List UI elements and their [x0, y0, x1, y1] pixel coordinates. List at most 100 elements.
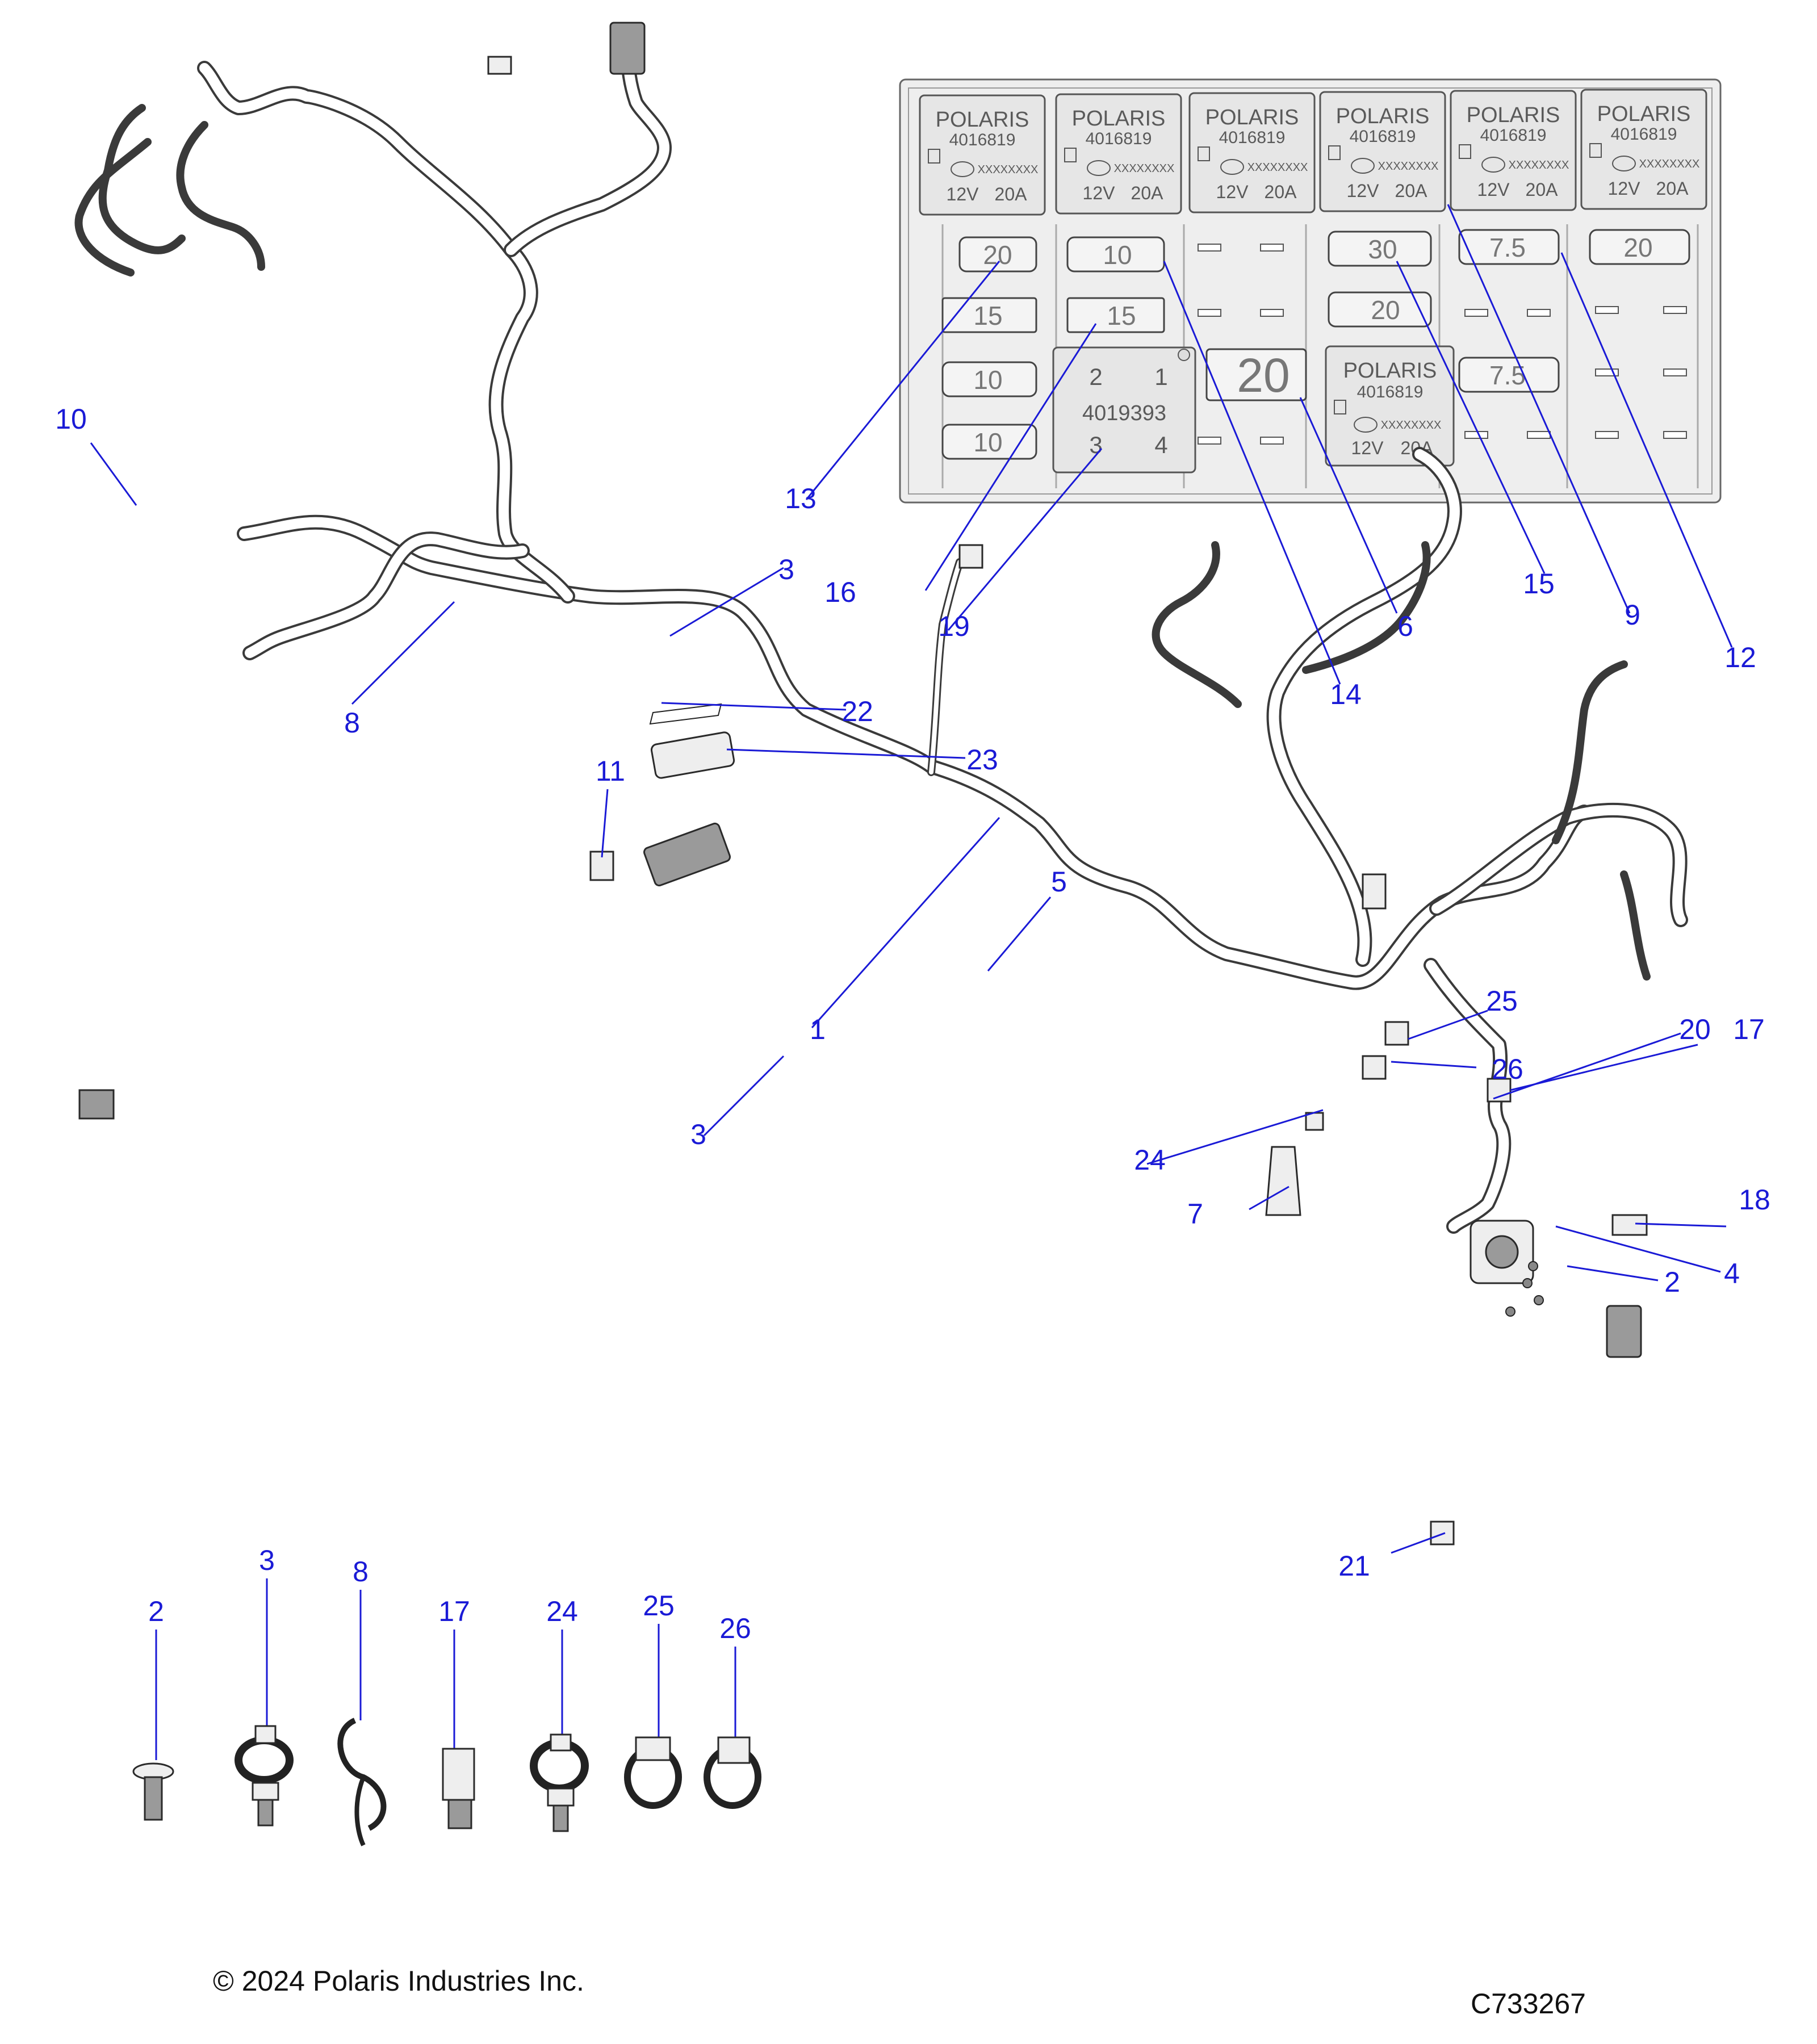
part-25-clip: [1384, 1021, 1409, 1046]
part-2-screws: [1505, 1261, 1544, 1317]
callout-18: 18: [1739, 1184, 1770, 1216]
left-cluster-wire-c: [74, 138, 152, 277]
relay-logo-icon: [1481, 157, 1505, 173]
main-harness: [74, 27, 1688, 1234]
clamp-24: [530, 1733, 589, 1832]
clamp-25: [624, 1736, 682, 1809]
fuse-rating: 7.5: [1489, 361, 1526, 390]
relay-current: 20A: [1395, 181, 1428, 201]
relay-brand: POLARIS: [1072, 107, 1166, 131]
fuse-1-1: 20: [958, 236, 1037, 273]
right-cluster-wire-a: [1152, 541, 1242, 708]
callout-4: 4: [1724, 1258, 1740, 1289]
relay-voltage: 12V: [1216, 182, 1249, 202]
relay-part-number: 4016819: [949, 131, 1016, 149]
fuse-5-2: 7.5: [1458, 357, 1560, 393]
part-18-connector: [1611, 1214, 1648, 1236]
module-pin-label: 1: [1154, 363, 1167, 390]
callout-26: 26: [1492, 1053, 1523, 1085]
connector-right: [1606, 1305, 1642, 1358]
callout-3-mid: 3: [690, 1119, 706, 1150]
relay-part-number: 4016819: [1086, 129, 1152, 148]
module-part-number: 4019393: [1082, 401, 1166, 425]
callout-8: 8: [344, 707, 360, 739]
callout-21: 21: [1338, 1550, 1370, 1582]
relay-brand: POLARIS: [1336, 104, 1430, 128]
detail-callout-26: 26: [719, 1612, 751, 1644]
relay-marking: XXXXXXXX: [1381, 419, 1442, 432]
fuse-rating: 7.5: [1489, 233, 1526, 262]
hardware-detail-row: 2 3 8 17 24 25 26: [132, 1544, 761, 1846]
relay-logo-icon: [1220, 159, 1244, 175]
callout-11: 11: [596, 755, 625, 787]
relay-logo-icon: [1087, 160, 1111, 176]
right-cluster-wire-c: [1552, 660, 1628, 844]
relay-part-number: 4016819: [1480, 126, 1547, 145]
callout-3-top: 3: [778, 554, 794, 585]
relay-part-number: 4016819: [1611, 125, 1677, 144]
fuse-5-1: 7.5: [1458, 229, 1560, 265]
part-5-connector: [958, 544, 983, 569]
part-7-boot: [1265, 1146, 1301, 1216]
maxi-fuse: 20: [1205, 348, 1307, 402]
fuse-1-4: 10: [941, 424, 1037, 460]
fuse-rating: 15: [1107, 301, 1136, 330]
relay-brand: POLARIS: [1597, 102, 1691, 126]
fuse-2-1: 10: [1066, 236, 1165, 273]
fuse-rating: 15: [973, 301, 1002, 330]
relay-current: 20A: [1131, 183, 1164, 203]
callout-7: 7: [1187, 1198, 1203, 1230]
relay-logo-icon: [1612, 156, 1636, 171]
fuse-1-2: 15: [941, 297, 1037, 333]
relay-voltage: 12V: [1347, 181, 1380, 201]
callout-5: 5: [1051, 866, 1067, 898]
relay-marking: XXXXXXXX: [1509, 159, 1569, 171]
part-22-label: [649, 703, 722, 725]
fuse-rating: 10: [973, 365, 1002, 395]
part-4-socket: [1485, 1235, 1519, 1269]
clamp-3: [235, 1725, 294, 1827]
callout-23: 23: [966, 744, 998, 776]
tie-8: [337, 1718, 387, 1846]
relay-voltage: 12V: [947, 184, 979, 204]
detail-callout-24: 24: [546, 1595, 578, 1627]
connector-left-end: [78, 1089, 115, 1120]
module-pin-label: 2: [1089, 363, 1102, 390]
detail-callout-2: 2: [148, 1595, 164, 1627]
fuse-panel-connector: [643, 822, 731, 887]
fuse-box-rim: [908, 87, 1713, 495]
relay-current: 20A: [1656, 178, 1689, 199]
callout-10: 10: [55, 403, 87, 435]
relay-marking: XXXXXXXX: [1639, 158, 1700, 170]
relay-voltage: 12V: [1083, 183, 1116, 203]
relay-part-number: 4016819: [1357, 383, 1424, 401]
clip-17: [442, 1748, 475, 1829]
part-20-connector: [1362, 873, 1387, 910]
clamp-26: [704, 1736, 761, 1809]
fuse-1-3: 10: [941, 361, 1037, 397]
left-cluster-wire-a: [98, 104, 186, 254]
detail-callout-3: 3: [259, 1544, 275, 1576]
drawing-number: C733267: [1471, 1988, 1586, 2020]
detail-callout-8: 8: [353, 1556, 369, 1588]
relay-logo-icon: [951, 161, 974, 177]
harness-components: [78, 22, 1648, 1545]
right-cluster-wire-b: [1302, 541, 1431, 674]
callout-9: 9: [1625, 599, 1640, 631]
relay-module-4019393: 2 1 4019393 3 4: [1052, 346, 1196, 474]
relay-part-number: 4016819: [1219, 128, 1286, 147]
callout-22: 22: [841, 696, 873, 727]
fuse-rating: 10: [973, 428, 1002, 457]
relay-brand: POLARIS: [1205, 106, 1299, 129]
module-pin-label: 4: [1154, 432, 1167, 458]
callout-13: 13: [785, 483, 817, 514]
fuse-rating: 20: [1623, 233, 1652, 262]
